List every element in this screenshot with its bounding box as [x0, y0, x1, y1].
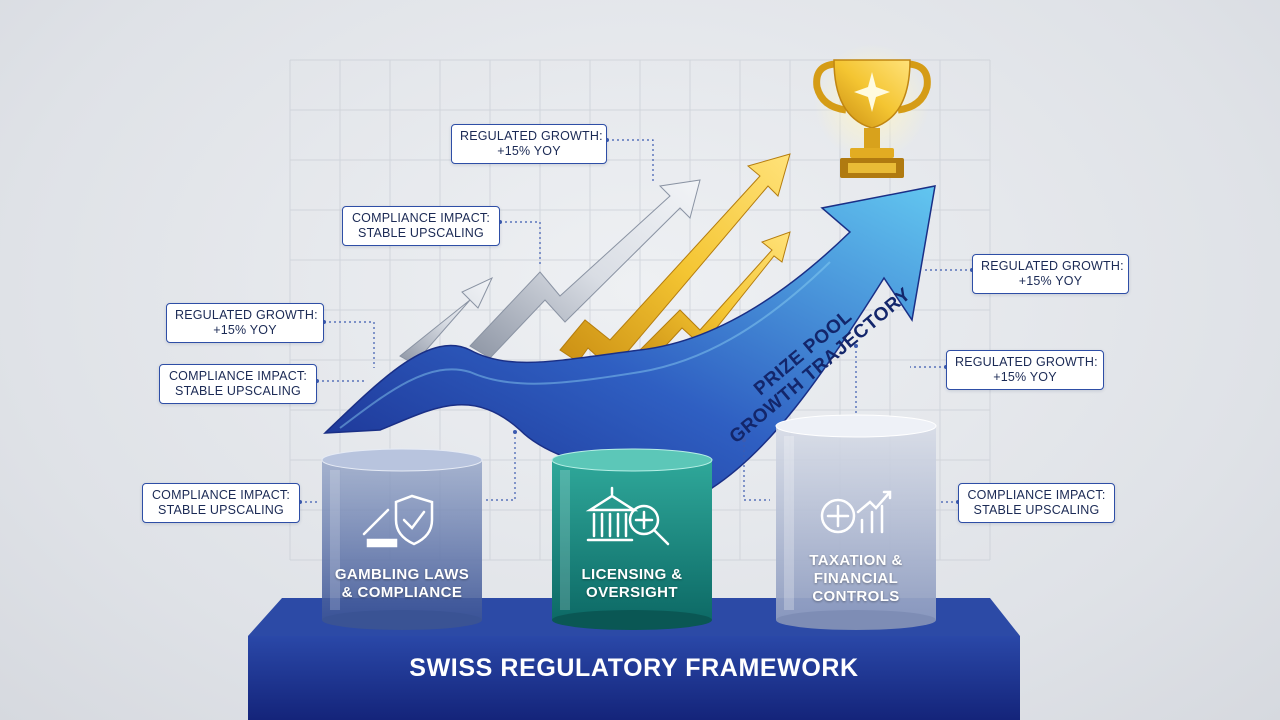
plus-chart-icon	[820, 490, 892, 534]
callout-line1: COMPLIANCE IMPACT:	[351, 211, 491, 225]
callout-line2: STABLE UPSCALING	[358, 226, 484, 240]
connector-line	[743, 440, 770, 501]
callout-line1: COMPLIANCE IMPACT:	[168, 369, 308, 383]
trophy-icon	[813, 44, 931, 178]
callout-line2: +15% YOY	[497, 144, 561, 158]
callout-line2: STABLE UPSCALING	[175, 384, 301, 398]
pillar-label-line2: FINANCIAL	[813, 570, 899, 587]
pillar-label-line1: TAXATION &	[809, 552, 903, 569]
callout-line2: STABLE UPSCALING	[158, 503, 284, 517]
connector-line	[324, 321, 375, 368]
callout-connectors	[298, 138, 974, 504]
callout-line2: +15% YOY	[1018, 274, 1083, 288]
callout-regulated-growth-right-top: REGULATED GROWTH: +15% YOY	[972, 254, 1129, 294]
connector-dot	[742, 438, 746, 442]
connector-dot	[513, 430, 517, 434]
base-title: SWISS REGULATORY FRAMEWORK	[409, 654, 859, 682]
callout-compliance-impact-right: COMPLIANCE IMPACT: STABLE UPSCALING	[958, 483, 1115, 523]
gavel-shield-icon	[362, 494, 434, 548]
pillar-label-gambling-laws: GAMBLING LAWS & COMPLIANCE	[322, 566, 482, 602]
pillar-label-line1: LICENSING &	[581, 566, 683, 583]
callout-line2: STABLE UPSCALING	[973, 503, 1100, 517]
callout-line2: +15% YOY	[213, 323, 277, 337]
pillar-taxation	[775, 414, 937, 630]
pillar-licensing	[551, 448, 713, 630]
connector-line	[607, 139, 654, 184]
pillar-label-line3: CONTROLS	[812, 588, 900, 605]
connector-line	[500, 221, 541, 265]
callout-regulated-growth-right: REGULATED GROWTH: +15% YOY	[946, 350, 1104, 390]
callout-regulated-growth-top: REGULATED GROWTH: +15% YOY	[451, 124, 607, 164]
callout-line1: REGULATED GROWTH:	[460, 129, 603, 143]
pillar-label-taxation: TAXATION & FINANCIAL CONTROLS	[776, 552, 936, 606]
connector-dot	[854, 344, 858, 348]
gold-arrow-group	[559, 153, 791, 371]
pillar-label-licensing: LICENSING & OVERSIGHT	[552, 566, 712, 602]
pillar-gambling-laws	[321, 448, 483, 630]
pillar-label-line2: & COMPLIANCE	[341, 584, 463, 601]
pillar-label-line2: OVERSIGHT	[586, 584, 678, 601]
callout-line1: COMPLIANCE IMPACT:	[967, 488, 1106, 502]
callout-line1: REGULATED GROWTH:	[981, 259, 1124, 273]
callout-compliance-impact-left: COMPLIANCE IMPACT: STABLE UPSCALING	[159, 364, 317, 404]
callout-line2: +15% YOY	[993, 370, 1057, 384]
callout-line1: REGULATED GROWTH:	[175, 308, 318, 322]
callout-compliance-impact-upper: COMPLIANCE IMPACT: STABLE UPSCALING	[342, 206, 500, 246]
callout-line1: COMPLIANCE IMPACT:	[151, 488, 291, 502]
bank-magnifier-icon	[585, 486, 670, 546]
callout-regulated-growth-left: REGULATED GROWTH: +15% YOY	[166, 303, 324, 343]
callout-compliance-impact-lower-left: COMPLIANCE IMPACT: STABLE UPSCALING	[142, 483, 300, 523]
callout-line1: REGULATED GROWTH:	[955, 355, 1098, 369]
pillar-label-line1: GAMBLING LAWS	[334, 566, 470, 583]
